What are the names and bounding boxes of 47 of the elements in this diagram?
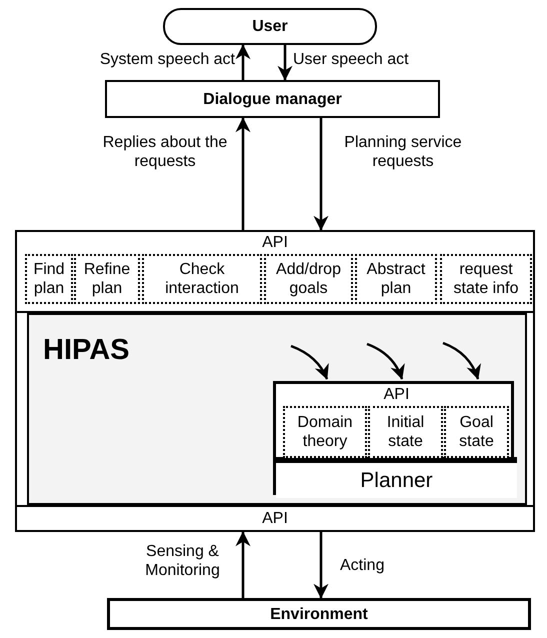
service-box [283, 406, 367, 458]
service-box [264, 254, 353, 304]
arrow [236, 117, 250, 230]
process-box [105, 80, 440, 118]
service-box [368, 406, 443, 458]
edge-label: System speech act [98, 50, 235, 69]
service-box [142, 254, 262, 304]
arrow [278, 45, 292, 81]
interface-label: API [382, 385, 410, 404]
process-box [276, 460, 517, 498]
node-label: Environment [270, 604, 368, 624]
system-panel [27, 313, 527, 505]
node-label: Abstract plan [366, 260, 426, 298]
system-title: HIPAS [43, 333, 130, 367]
service-box [25, 254, 73, 304]
module-box [273, 381, 514, 495]
service-box [440, 254, 532, 304]
node-label: API [262, 509, 288, 528]
node-label: Planner [360, 468, 433, 492]
arrow [442, 342, 480, 380]
module-box [107, 598, 531, 630]
service-box [74, 254, 140, 304]
node-label: Initial state [386, 413, 426, 451]
node-label: Goal state [458, 413, 495, 451]
service-box [355, 254, 437, 304]
interface-label: API [261, 233, 289, 252]
edge-label: User speech act [293, 50, 410, 69]
node-label: Domain theory [296, 413, 354, 451]
arrow [290, 344, 328, 380]
node-label: Find plan [32, 260, 66, 298]
edge-label: Sensing & Monitoring [144, 542, 221, 580]
actor-box [163, 8, 377, 45]
edge-label: Replies about the requests [102, 133, 228, 171]
node-label: request state info [452, 260, 520, 298]
arrow [366, 342, 404, 380]
edge-label: Acting [340, 556, 386, 575]
node-label: User [252, 17, 288, 36]
node-label: Dialogue manager [203, 90, 342, 108]
node-label: Check interaction [164, 260, 240, 298]
service-box [444, 406, 509, 458]
arrow [236, 531, 250, 598]
arrow [314, 118, 328, 231]
arrow [314, 532, 328, 599]
edge-label: Planning service requests [343, 133, 463, 171]
node-label: Add/drop goals [275, 260, 342, 298]
node-label: Refine plan [82, 260, 132, 298]
arrow [236, 44, 250, 80]
